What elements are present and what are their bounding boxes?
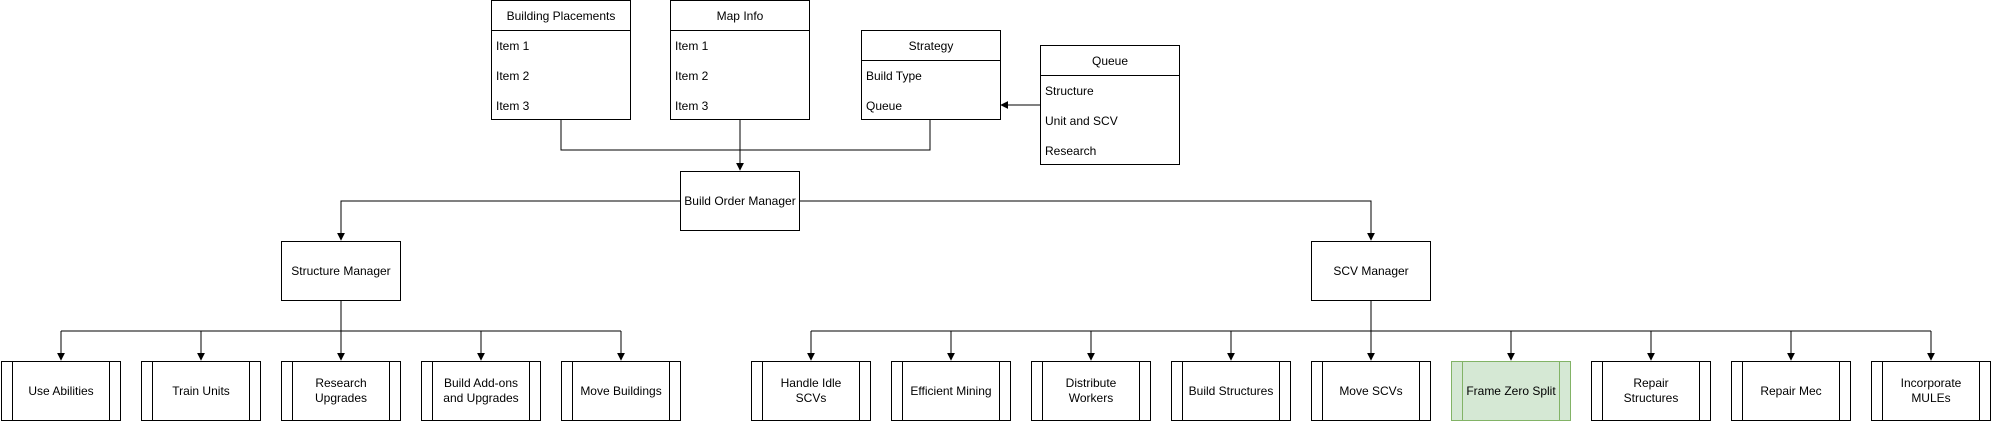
task-move-buildings: Move Buildings — [561, 361, 681, 421]
building-placements-list: Building Placements Item 1 Item 2 Item 3 — [491, 0, 631, 120]
queue-list: Queue Structure Unit and SCV Research — [1040, 45, 1180, 165]
structure-manager-node: Structure Manager — [281, 241, 401, 301]
task-train-units: Train Units — [141, 361, 261, 421]
list-item: Queue — [866, 99, 903, 113]
edge-strategy — [740, 120, 931, 151]
list-item: Build Type — [866, 69, 922, 83]
task-build-structures: Build Structures — [1171, 361, 1291, 421]
build-order-manager-node: Build Order Manager — [680, 171, 800, 231]
list-item: Research — [1045, 144, 1097, 158]
edge-building-placements — [560, 120, 740, 151]
edge-bom-structure — [337, 200, 680, 241]
task-frame-zero-split: Frame Zero Split — [1451, 361, 1571, 421]
task-move-scvs: Move SCVs — [1311, 361, 1431, 421]
list-item: Item 3 — [675, 99, 709, 113]
task-build-addons: Build Add-ons and Upgrades — [421, 361, 541, 421]
task-handle-idle-scvs: Handle Idle SCVs — [751, 361, 871, 421]
scv-manager-node: SCV Manager — [1311, 241, 1431, 301]
task-incorporate-mules: Incorporate MULEs — [1871, 361, 1991, 421]
strategy-list: Strategy Build Type Queue — [861, 30, 1001, 120]
task-distribute-workers: Distribute Workers — [1031, 361, 1151, 421]
list-item: Item 1 — [496, 39, 530, 53]
list-title: Queue — [1041, 46, 1179, 76]
list-item: Structure — [1045, 84, 1094, 98]
list-item: Unit and SCV — [1045, 114, 1118, 128]
task-repair-mec: Repair Mec — [1731, 361, 1851, 421]
list-item: Item 1 — [675, 39, 709, 53]
task-efficient-mining: Efficient Mining — [891, 361, 1011, 421]
list-item: Item 2 — [496, 69, 530, 83]
task-repair-structures: Repair Structures — [1591, 361, 1711, 421]
list-title: Map Info — [671, 1, 809, 31]
list-title: Strategy — [862, 31, 1000, 61]
task-use-abilities: Use Abilities — [1, 361, 121, 421]
map-info-list: Map Info Item 1 Item 2 Item 3 — [670, 0, 810, 120]
list-item: Item 3 — [496, 99, 530, 113]
list-item: Item 2 — [675, 69, 709, 83]
edge-bom-scv — [800, 200, 1375, 241]
task-research-upgrades: Research Upgrades — [281, 361, 401, 421]
list-title: Building Placements — [492, 1, 630, 31]
